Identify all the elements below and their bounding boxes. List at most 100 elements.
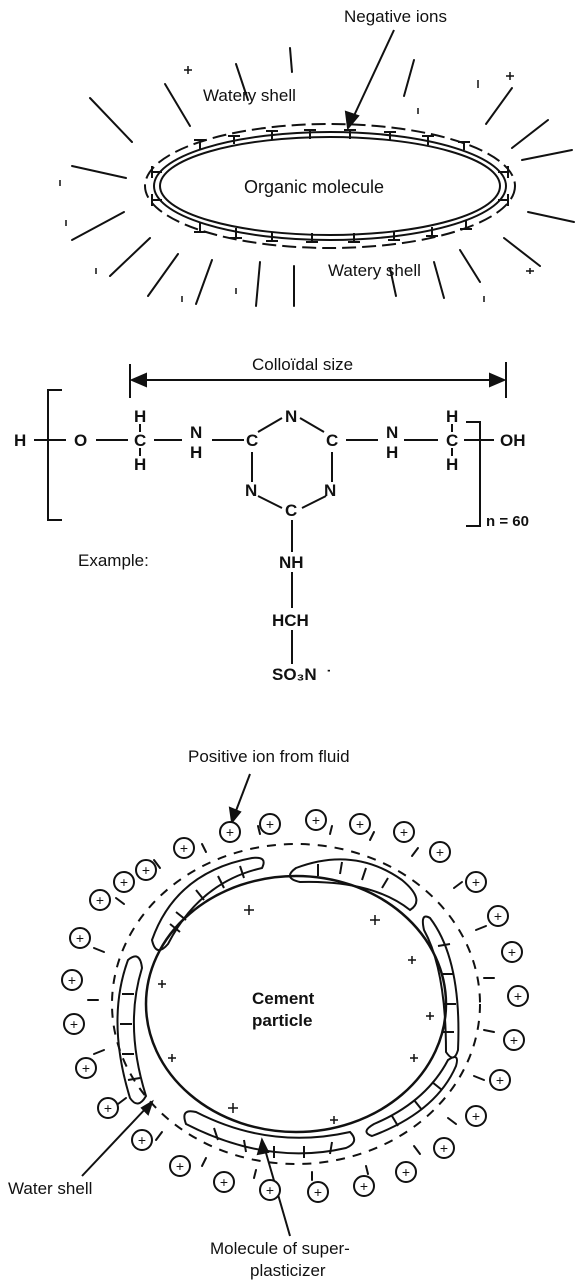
positive-ion-symbol: + [312, 812, 320, 828]
atom-h-nh-left: H [190, 443, 203, 462]
atom-h-left: H [14, 431, 27, 450]
positive-ion-13: + [503, 1029, 525, 1051]
positive-ion-symbol: + [356, 816, 364, 832]
negative-ions-label: Negative ions [344, 7, 448, 26]
positive-ion-28: + [69, 927, 91, 949]
positive-ion-symbol: + [314, 1184, 322, 1200]
positive-ion-22: + [169, 1155, 191, 1177]
atom-h-ch2-left-bottom: H [134, 455, 147, 474]
positive-ion-symbol: + [176, 1158, 184, 1174]
positive-ion-23: + [131, 1129, 153, 1151]
atom-c-ring-right: C [326, 431, 339, 450]
atom-c-ring-bottom: C [285, 501, 298, 520]
colloidal-size-dimension [129, 362, 507, 398]
repeat-brackets [47, 389, 481, 527]
positive-ion-26: + [63, 1013, 85, 1035]
positive-ion-symbol: + [104, 1100, 112, 1116]
positive-ion-24: + [97, 1097, 119, 1119]
positive-ion-symbol: + [508, 944, 516, 960]
positive-ion-symbol: + [142, 862, 150, 878]
positive-ion-symbol: + [138, 1132, 146, 1148]
atom-n-ring-top: N [285, 407, 298, 426]
superplasticizer-label-line1: Molecule of super- [210, 1239, 350, 1258]
positive-ion-27: + [61, 969, 83, 991]
positive-ion-symbol: + [514, 988, 522, 1004]
positive-ion-2: + [259, 813, 281, 835]
positive-ion-17: + [395, 1161, 417, 1183]
positive-ion-symbol: + [68, 972, 76, 988]
positive-ion-symbol: + [510, 1032, 518, 1048]
atom-c-ring-left: C [246, 431, 259, 450]
positive-ion-symbol: + [76, 930, 84, 946]
superplasticizer-label-line2: plasticizer [250, 1261, 326, 1280]
positive-ion-symbol: + [494, 908, 502, 924]
positive-ion-symbol: + [82, 1060, 90, 1076]
watery-shell-bottom-label: Watery shell [328, 261, 421, 280]
positive-ion-11: + [501, 941, 523, 963]
positive-ion-6: + [429, 841, 451, 863]
atom-h-nh-right: H [386, 443, 399, 462]
positive-ion-symbol: + [402, 1164, 410, 1180]
positive-ion-symbol: + [472, 874, 480, 890]
water-shell-dashes [87, 825, 495, 1181]
positive-ion-symbol: + [360, 1178, 368, 1194]
superplasticizer-molecule-right [421, 915, 460, 1059]
group-so3n-charge: ˙ [326, 667, 332, 686]
atom-n-right: N [386, 423, 399, 442]
atom-n-ring-bottom-left: N [245, 481, 258, 500]
water-shell-pointer [81, 1105, 149, 1177]
positive-ion-9: + [465, 871, 487, 893]
atom-c-right: C [446, 431, 459, 450]
atom-h-ch2-right-bottom: H [446, 455, 459, 474]
water-shell-dashed [111, 843, 481, 1165]
atom-c-left: C [134, 431, 147, 450]
colloidal-size-label: Colloïdal size [252, 355, 354, 374]
positive-ion-8: + [135, 859, 157, 881]
positive-ion-25: + [75, 1057, 97, 1079]
superplasticizer-molecule-top-right [289, 858, 418, 912]
fluid-positive-ions: ++++++++++++++++++++++++++++++ [61, 809, 529, 1203]
positive-ion-5: + [393, 821, 415, 843]
positive-ion-symbol: + [436, 844, 444, 860]
positive-ion-4: + [349, 813, 371, 835]
atom-o: O [74, 431, 88, 450]
negative-ions-arrow [344, 29, 395, 131]
positive-ion-symbol: + [70, 1016, 78, 1032]
atom-h-ch2-left-top: H [134, 407, 147, 426]
positive-ion-10: + [487, 905, 509, 927]
superplasticizer-molecules [116, 856, 460, 1155]
positive-ion-19: + [307, 1181, 329, 1203]
organic-molecule-label: Organic molecule [244, 177, 385, 197]
positive-ion-symbol: + [96, 892, 104, 908]
superplasticizer-molecule-top-left [150, 856, 265, 951]
positive-ion-3: + [305, 809, 327, 831]
positive-ion-symbol: + [180, 840, 188, 856]
example-label: Example: [78, 551, 149, 570]
fluid-ions-fig1 [59, 66, 534, 302]
adsorbed-charge-ticks [120, 861, 456, 1158]
water-shell-label: Water shell [8, 1179, 93, 1198]
particle-positive-charges [158, 905, 434, 1124]
positive-ion-pointer [233, 773, 251, 817]
positive-ion-symbol: + [226, 824, 234, 840]
positive-ion-symbol: + [440, 1140, 448, 1156]
negative-ion-sheath [144, 123, 516, 249]
positive-ion-18: + [353, 1175, 375, 1197]
positive-ion-symbol: + [120, 874, 128, 890]
watery-shell-top-label: Watery shell [203, 86, 296, 105]
positive-ion-symbol: + [266, 816, 274, 832]
group-nh: NH [279, 553, 304, 572]
positive-ion-1: + [219, 821, 241, 843]
positive-ion-symbol: + [400, 824, 408, 840]
positive-ion-29: + [89, 889, 111, 911]
positive-ion-30: + [113, 871, 135, 893]
superplasticizer-molecule-bottom [183, 1110, 356, 1155]
positive-ion-7: + [173, 837, 195, 859]
group-hch: HCH [272, 611, 309, 630]
group-so3n: SO₃N [272, 665, 317, 684]
atom-n-left: N [190, 423, 203, 442]
positive-ion-12: + [507, 985, 529, 1007]
